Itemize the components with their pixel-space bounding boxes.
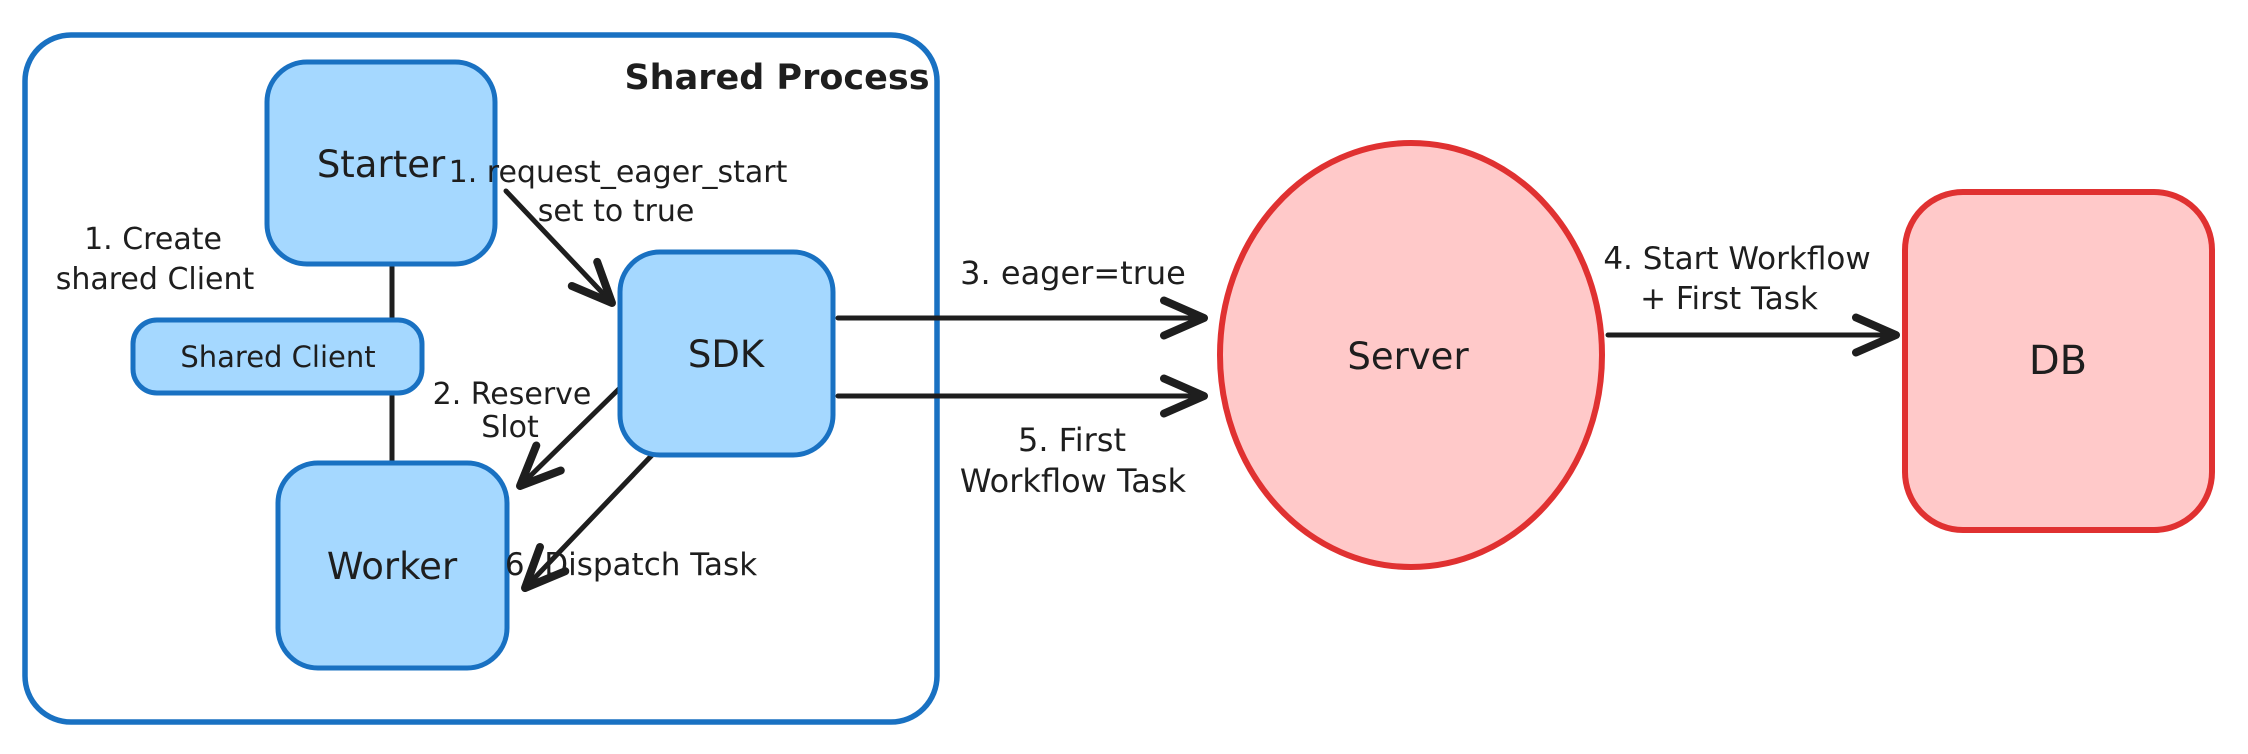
sdk-label: SDK <box>688 333 766 376</box>
annotation-reserve-slot-line2: Slot <box>481 410 539 445</box>
annotation-create-shared-client: 1. Create shared Client <box>56 222 255 297</box>
annotation-first-workflow-task-line1: 5. First <box>1018 421 1126 459</box>
shared-client-label: Shared Client <box>180 340 375 374</box>
annotation-start-workflow-line2: + First Task <box>1640 281 1818 317</box>
shared-process-label: Shared Process <box>624 58 929 98</box>
starter-label: Starter <box>317 143 446 186</box>
shared-process-frame <box>22 32 940 725</box>
annotation-request-eager-start-line2: set to true <box>538 194 695 229</box>
arrow-starter-to-sdk <box>503 188 616 307</box>
server-node <box>1217 140 1605 570</box>
annotation-request-eager-start-line1: 1. request_eager_start <box>449 155 788 190</box>
server-label: Server <box>1347 335 1469 378</box>
annotation-dispatch-task: 6. Dispatch Task <box>505 547 757 583</box>
annotation-first-workflow-task: 5. First Workflow Task <box>960 421 1187 500</box>
annotation-start-workflow: 4. Start Workflow + First Task <box>1603 241 1870 317</box>
arrow-sdk-to-worker-reserve <box>516 381 627 490</box>
db-label: DB <box>2029 338 2087 384</box>
annotation-request-eager-start: 1. request_eager_start set to true <box>449 155 788 229</box>
db-node <box>1902 189 2215 533</box>
annotation-create-shared-client-line1: 1. Create <box>84 222 222 257</box>
annotation-reserve-slot: 2. Reserve Slot <box>433 377 592 445</box>
annotation-start-workflow-line1: 4. Start Workflow <box>1603 241 1870 277</box>
worker-node <box>275 460 510 671</box>
annotation-create-shared-client-line2: shared Client <box>56 262 255 297</box>
annotation-eager-true: 3. eager=true <box>960 254 1186 292</box>
starter-node <box>264 59 498 267</box>
shared-client-node <box>130 317 425 396</box>
worker-label: Worker <box>327 545 458 588</box>
arrow-sdk-to-worker-dispatch <box>521 449 658 592</box>
annotation-first-workflow-task-line2: Workflow Task <box>960 462 1187 500</box>
sdk-node <box>617 249 836 458</box>
annotation-reserve-slot-line1: 2. Reserve <box>433 377 592 412</box>
